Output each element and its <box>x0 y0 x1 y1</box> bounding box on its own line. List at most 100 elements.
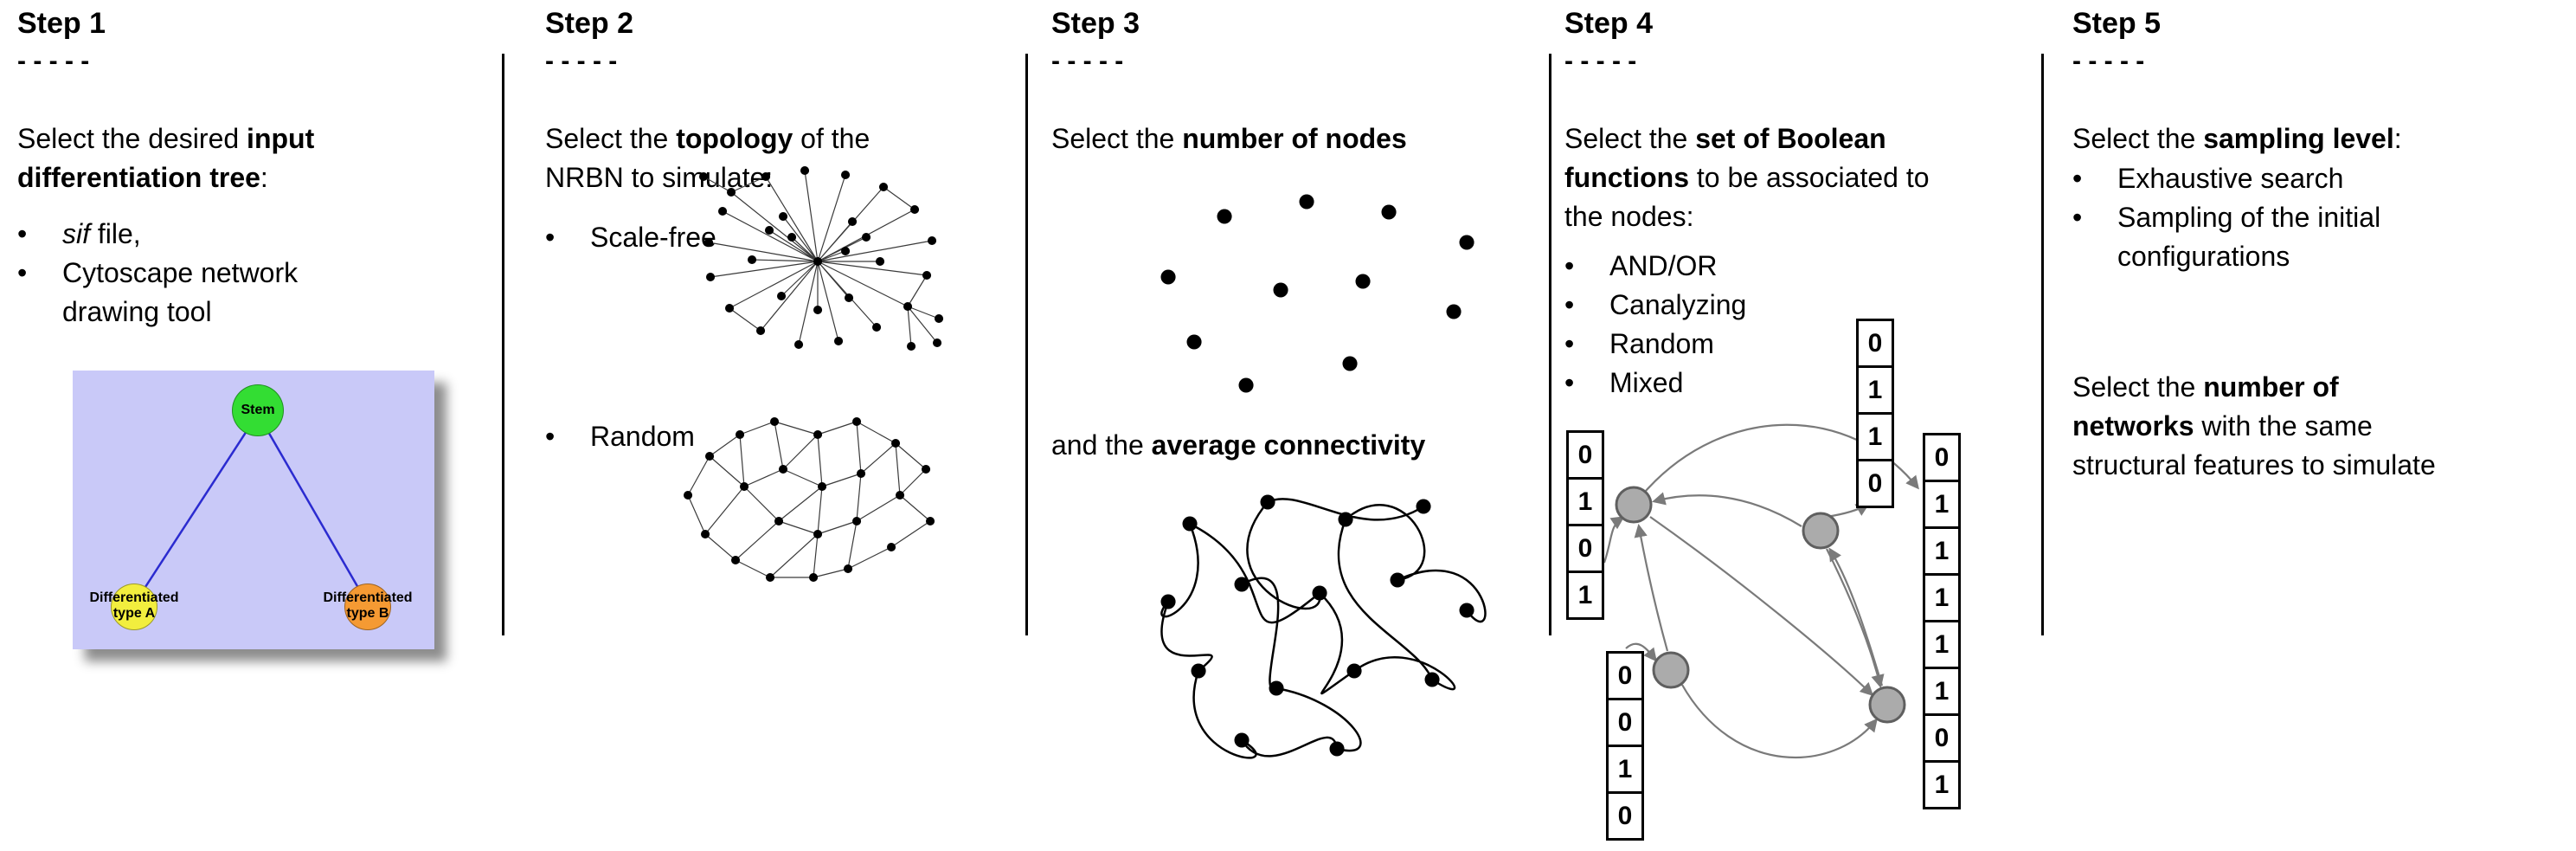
bullet-marker: • <box>545 421 556 452</box>
step-2-bullet-scale-free: • Scale-free <box>545 218 822 257</box>
truth-table-cell: 1 <box>1923 573 1961 622</box>
step-3-column: Step 3 - - - - - Select the number of no… <box>1051 0 1536 851</box>
boolean-network-edges <box>1603 423 1919 759</box>
truth-table-cell: 1 <box>1566 477 1604 526</box>
bullet-text: Canalyzing <box>1609 289 1747 320</box>
truth-table-cell: 0 <box>1606 791 1644 841</box>
network-nodes <box>1160 194 1474 393</box>
bullet-item: • Scale-free <box>545 218 822 257</box>
truth-table-cell: 0 <box>1566 524 1604 573</box>
step-4-bullet-list: • AND/OR • Canalyzing • Random • Mixed <box>1564 247 1850 403</box>
step-3-title: Step 3 <box>1051 7 1140 40</box>
truth-table-cell: 0 <box>1923 713 1961 763</box>
step-5-column: Step 5 - - - - - Select the sampling lev… <box>2072 0 2570 851</box>
tree-edge <box>132 413 260 605</box>
bullet-marker: • <box>17 257 28 288</box>
scale-free-network-image <box>699 166 944 351</box>
step-5-bullet-list: • Exhaustive search • Sampling of the in… <box>2072 159 2570 276</box>
truth-table-cell: 0 <box>1856 459 1894 508</box>
bullet-marker: • <box>2072 202 2083 233</box>
bullet-text: Mixed <box>1609 367 1684 398</box>
truth-table-cell: 0 <box>1856 319 1894 368</box>
truth-table-top: 0 1 1 0 <box>1856 319 1894 508</box>
bullet-item: • sif file, <box>17 215 491 254</box>
step-4-dashes: - - - - - <box>1564 47 1637 75</box>
step-1-title: Step 1 <box>17 7 106 40</box>
bullet-item: • Canalyzing <box>1564 286 1850 325</box>
differentiated-type-a-node <box>111 583 157 630</box>
column-divider <box>502 54 504 635</box>
tree-edges <box>132 413 369 605</box>
step-2-column: Step 2 - - - - - Select the topology of … <box>545 0 1004 851</box>
bullet-marker: • <box>545 222 556 253</box>
bullet-text: AND/OR <box>1609 250 1718 281</box>
bullet-marker: • <box>1564 289 1575 320</box>
truth-table-cell: 1 <box>1923 480 1961 529</box>
step-2-title: Step 2 <box>545 7 634 40</box>
step-4-column: Step 4 - - - - - Select the set of Boole… <box>1564 0 2049 851</box>
stem-label: Stem <box>241 403 275 417</box>
truth-table-cell: 1 <box>1923 620 1961 669</box>
truth-table-cell: 1 <box>1923 526 1961 576</box>
truth-table-cell: 1 <box>1923 760 1961 809</box>
truth-table-cell: 1 <box>1566 571 1604 620</box>
step-1-column: Step 1 - - - - - Select the desired inpu… <box>17 0 491 851</box>
step-3-dashes: - - - - - <box>1051 47 1124 75</box>
bullet-marker: • <box>1564 367 1575 398</box>
differentiated-type-b-label: Differentiated type B <box>323 590 413 621</box>
network-nodes <box>699 166 944 351</box>
step-5-intro: Select the sampling level: <box>2072 123 2402 154</box>
truth-table-cell: 1 <box>1923 667 1961 716</box>
bullet-text: sif file, <box>62 218 141 249</box>
gene-node <box>1802 512 1840 550</box>
step-4-title: Step 4 <box>1564 7 1654 40</box>
step-3-intro: Select the number of nodes <box>1051 123 1407 154</box>
network-nodes <box>1160 494 1474 757</box>
column-divider <box>2041 54 2044 635</box>
bullet-text: Random <box>590 421 695 452</box>
truth-table-cell: 0 <box>1606 651 1644 700</box>
truth-table-cell: 0 <box>1923 433 1961 482</box>
truth-table-cell: 1 <box>1606 745 1644 794</box>
bullet-marker: • <box>1564 250 1575 281</box>
gene-node <box>1868 686 1906 724</box>
bullet-marker: • <box>17 218 28 249</box>
step-2-bullet-random: • Random <box>545 417 822 456</box>
step-5-title: Step 5 <box>2072 7 2162 40</box>
gene-node <box>1615 486 1653 524</box>
network-edges <box>1160 498 1487 759</box>
bullet-item: • Mixed <box>1564 364 1850 403</box>
bullet-text: Scale-free <box>590 222 716 253</box>
differentiation-tree-image: Stem Differentiated type A Differentiate… <box>73 371 434 649</box>
tree-edge <box>256 413 369 605</box>
network-edges <box>703 170 940 347</box>
differentiated-type-a-label: Differentiated type A <box>89 590 179 621</box>
boolean-network-image <box>1603 423 1919 759</box>
truth-table-cell: 0 <box>1606 698 1644 747</box>
step-5-dashes: - - - - - <box>2072 47 2145 75</box>
truth-table-cell: 1 <box>1856 412 1894 461</box>
random-network-image <box>684 417 935 582</box>
bullet-marker: • <box>1564 328 1575 359</box>
truth-table-cell: 0 <box>1566 430 1604 480</box>
network-nodes <box>684 417 935 582</box>
step-3-connectivity-text: and the average connectivity <box>1051 429 1426 461</box>
bullet-item: • Exhaustive search <box>2072 159 2570 198</box>
gene-node <box>1652 651 1690 689</box>
column-divider <box>1549 54 1551 635</box>
bullet-item: • Random <box>545 417 822 456</box>
stem-node: Stem <box>232 384 284 436</box>
truth-table-bottom: 0 0 1 0 <box>1606 651 1644 841</box>
bullet-item: • AND/OR <box>1564 247 1850 286</box>
average-connectivity-image <box>1160 494 1487 759</box>
step-1-dashes: - - - - - <box>17 47 90 75</box>
bullet-text: Exhaustive search <box>2117 163 2344 194</box>
